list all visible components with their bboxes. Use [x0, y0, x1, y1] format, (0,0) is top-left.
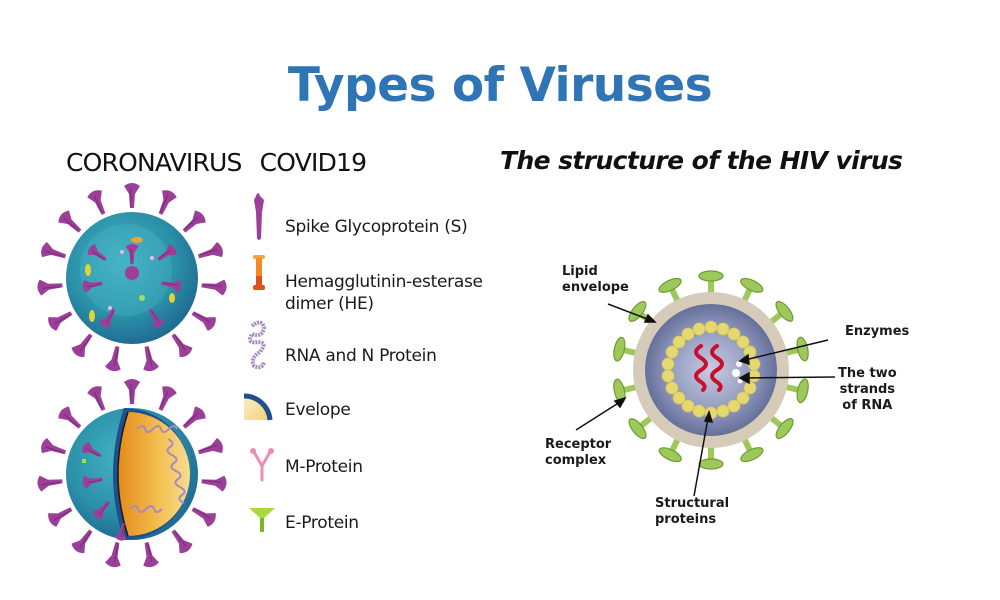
- covid19-label: COVID19: [259, 148, 367, 177]
- spike-glycoprotein-icon: [254, 193, 264, 240]
- page-title: Types of Viruses: [287, 58, 713, 113]
- label-enzymes: Enzymes: [845, 324, 910, 339]
- label-structural-proteins: Structural proteins: [655, 496, 730, 527]
- label-receptor-complex: Receptor complex: [545, 437, 612, 468]
- hiv-heading: The structure of the HIV virus: [500, 146, 903, 175]
- coronavirus-heading: CORONAVIRUS COVID19: [66, 148, 367, 177]
- legend-he-label-line2: dimer (HE): [285, 294, 374, 314]
- rna-n-protein-icon: [248, 320, 267, 370]
- legend-spike-label: Spike Glycoprotein (S): [285, 217, 468, 237]
- hemagglutinin-esterase-icon: [253, 255, 265, 290]
- legend-e-protein-label: E-Protein: [285, 513, 359, 533]
- legend-rna-label: RNA and N Protein: [285, 346, 437, 366]
- hiv-virus-illustration: [611, 270, 811, 470]
- label-lipid-envelope: Lipid envelope: [562, 264, 629, 295]
- label-rna-strands: The two strands of RNA: [838, 366, 897, 413]
- coronavirus-label: CORONAVIRUS: [66, 148, 242, 177]
- hiv-arrows: [575, 303, 836, 497]
- e-protein-icon: [249, 508, 275, 532]
- coronavirus-whole-illustration: [36, 182, 228, 374]
- coronavirus-cutaway-illustration: [36, 378, 228, 570]
- envelope-icon: [243, 393, 273, 421]
- legend-m-protein-label: M-Protein: [285, 457, 363, 477]
- legend-envelope-label: Evelope: [285, 400, 351, 420]
- legend-he-label-line1: Hemagglutinin-esterase: [285, 272, 483, 292]
- m-protein-icon: [250, 448, 274, 482]
